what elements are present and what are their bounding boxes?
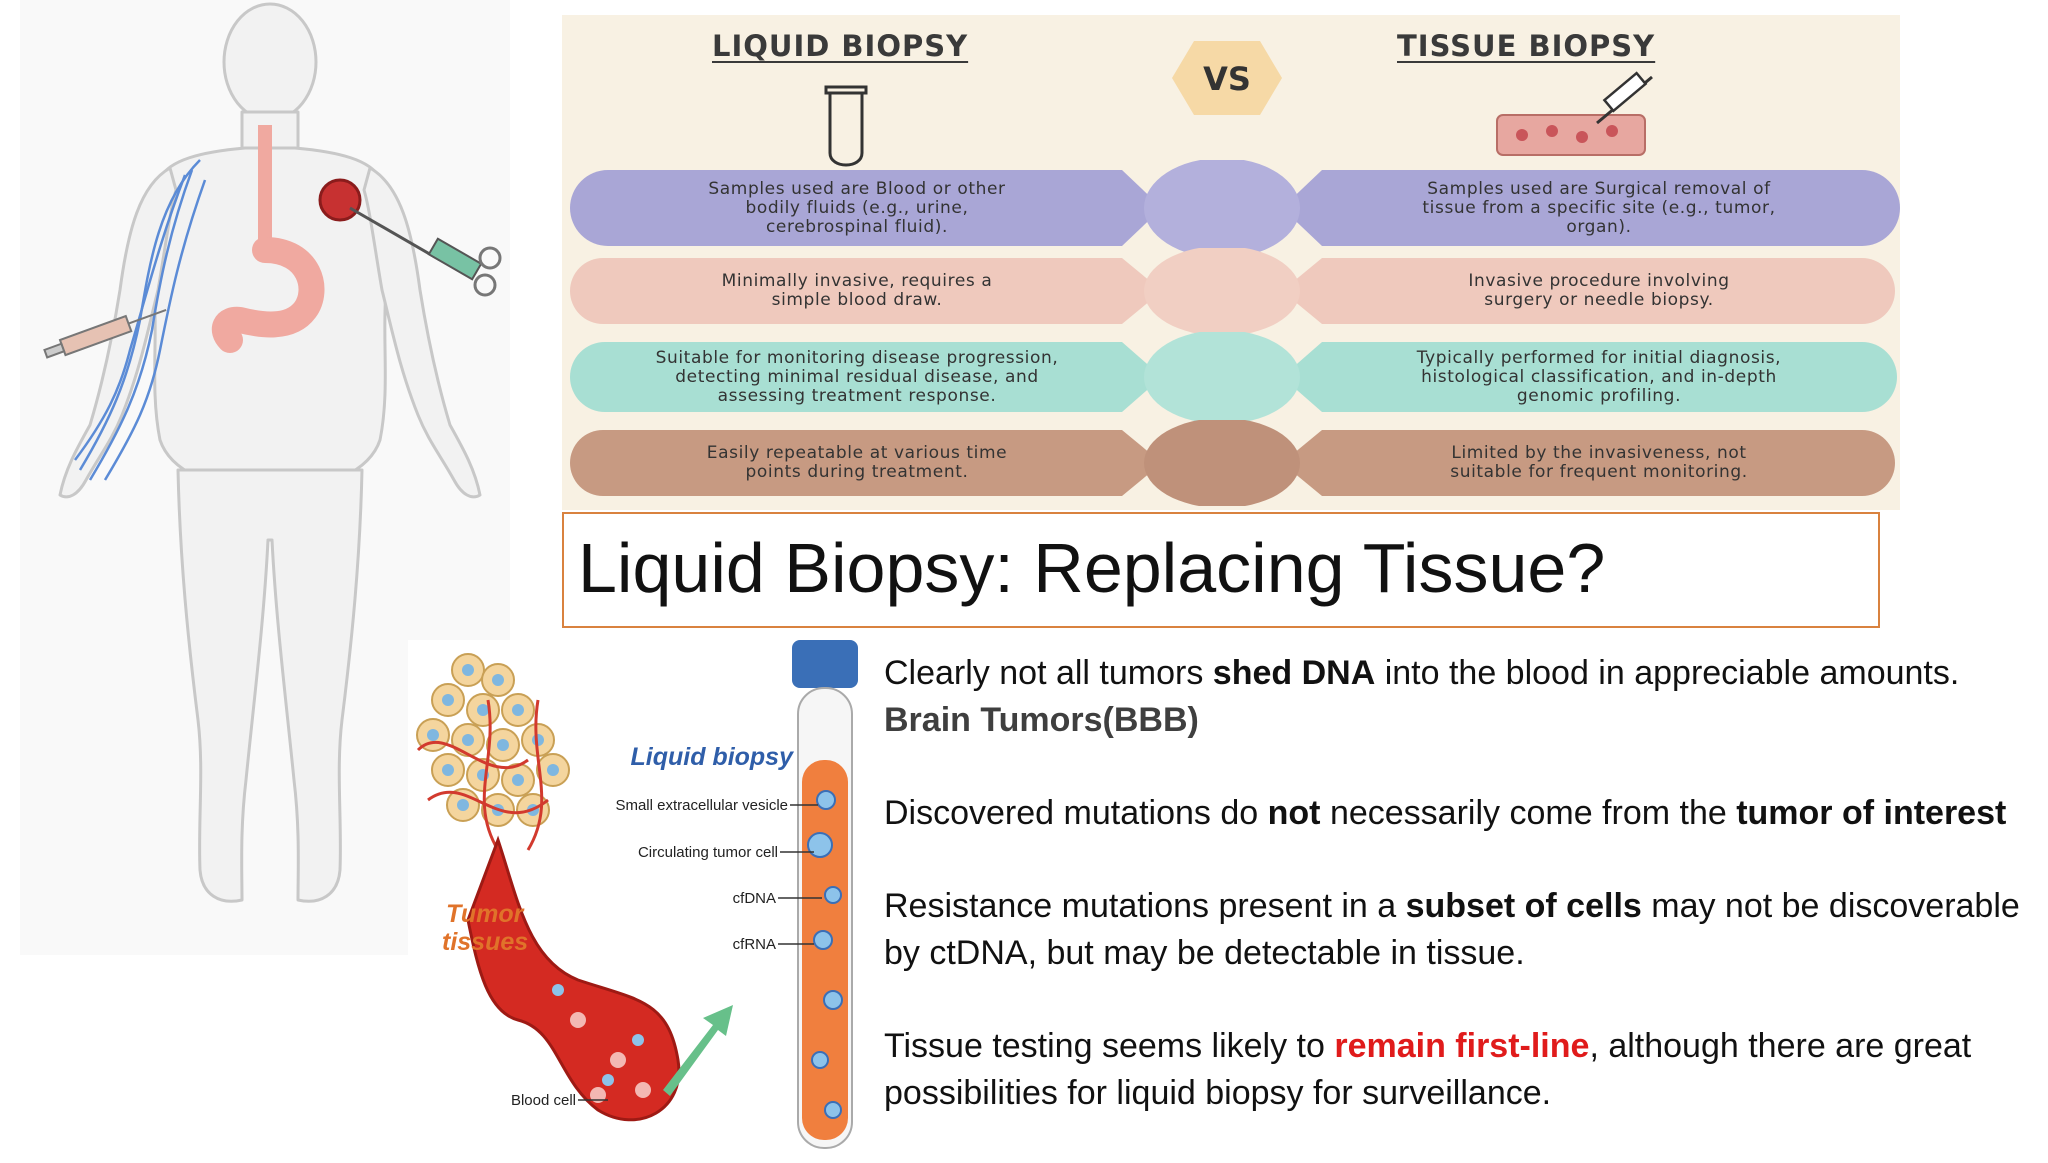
p1-brain-tumors: Brain Tumors(BBB)	[884, 701, 1199, 739]
p3-text-c: may not be discoverable by ctDNA, but ma…	[884, 887, 2020, 972]
point-mutation-source: Discovered mutations do not necessarily …	[884, 790, 2034, 837]
p1-text-c: into the blood in appreciable amounts.	[1375, 654, 1960, 692]
row-3-tissue-line: histological classification, and in-dept…	[1421, 366, 1777, 387]
row-3-liquid-line: detecting minimal residual disease, and	[675, 366, 1039, 387]
comparison-row-4-shape	[570, 420, 1895, 506]
point-resistance: Resistance mutations present in a subset…	[884, 883, 2034, 977]
human-body-illustration	[20, 0, 510, 955]
row-3-liquid-line: Suitable for monitoring disease progress…	[655, 347, 1059, 368]
p3-text-a: Resistance mutations present in a	[884, 887, 1406, 925]
liquid-biopsy-heading: Liquid biopsy	[631, 743, 795, 771]
liquid-biopsy-illustration: Liquid biopsy Small extracellular vesicl…	[408, 640, 870, 1152]
label-blood-cell: Blood cell	[511, 1092, 576, 1109]
p1-bold: shed DNA	[1212, 654, 1376, 692]
p3-bold: subset of cells	[1405, 887, 1642, 925]
title-box: Liquid Biopsy: Replacing Tissue?	[562, 512, 1880, 628]
p4-text-a: Tissue testing seems likely to	[884, 1027, 1335, 1065]
tumor-label: Tumor	[446, 900, 525, 928]
row-1-liquid-line: Samples used are Blood or other	[708, 178, 1006, 199]
row-1-liquid-line: bodily fluids (e.g., urine,	[745, 197, 969, 218]
tissues-label: tissues	[442, 928, 528, 956]
label-circulating-tumor-cell: Circulating tumor cell	[638, 844, 778, 861]
label-small-extracellular-vesicle: Small extracellular vesicle	[615, 797, 788, 814]
tissue-sample-icon	[1496, 71, 1653, 156]
human-body-drawing	[43, 2, 502, 903]
label-cfdna: cfDNA	[733, 890, 776, 907]
row-1-liquid-line: cerebrospinal fluid).	[765, 216, 948, 237]
row-1-tissue-line: Samples used are Surgical removal of	[1427, 178, 1771, 199]
biopsy-comparison-infographic: LIQUID BIOPSY TISSUE BIOPSY VS Samples u…	[562, 15, 1900, 510]
row-3-liquid-line: assessing treatment response.	[717, 385, 997, 406]
vs-label: VS	[1203, 60, 1251, 98]
tissue-biopsy-header: TISSUE BIOPSY	[1397, 29, 1656, 63]
row-4-tissue-line: Limited by the invasiveness, not	[1451, 443, 1747, 463]
comparison-row-3-shape	[570, 332, 1897, 422]
p2-bold-not: not	[1267, 794, 1321, 832]
test-tube-icon	[824, 85, 868, 167]
row-4-liquid-line: points during treatment.	[745, 462, 969, 482]
p4-red: remain first-line	[1334, 1027, 1590, 1065]
row-2-liquid-line: Minimally invasive, requires a	[721, 271, 993, 291]
p1-text-a: Clearly not all tumors	[884, 654, 1213, 692]
row-3-tissue-text: Typically performed for initial diagnosi…	[1314, 347, 1884, 406]
row-4-tissue-line: suitable for frequent monitoring.	[1450, 462, 1748, 482]
p2-text-c: necessarily come from the	[1320, 794, 1737, 832]
point-shed-dna: Clearly not all tumors shed DNA into the…	[884, 650, 2034, 744]
liquid-biopsy-header: LIQUID BIOPSY	[712, 29, 969, 63]
row-2-tissue-line: Invasive procedure involving	[1468, 271, 1730, 291]
row-1-tissue-line: tissue from a specific site (e.g., tumor…	[1422, 197, 1776, 218]
row-1-tissue-line: organ).	[1566, 216, 1632, 237]
row-3-liquid-text: Suitable for monitoring disease progress…	[572, 347, 1142, 406]
row-3-tissue-line: Typically performed for initial diagnosi…	[1416, 347, 1782, 368]
comparison-row-2-shape	[570, 248, 1895, 334]
p2-text-a: Discovered mutations do	[884, 794, 1268, 832]
p4-text-c: , although there are great possibilities…	[884, 1027, 1972, 1112]
label-cfrna: cfRNA	[733, 936, 776, 953]
vs-badge: VS	[1172, 41, 1282, 115]
point-first-line: Tissue testing seems likely to remain fi…	[884, 1023, 2034, 1117]
p2-bold-tumor: tumor of interest	[1736, 794, 2007, 832]
page-title: Liquid Biopsy: Replacing Tissue?	[578, 529, 1606, 607]
row-2-tissue-line: surgery or needle biopsy.	[1484, 290, 1714, 310]
liquid-biopsy-drawing: Liquid biopsy Small extracellular vesicl…	[416, 640, 858, 1149]
row-3-tissue-line: genomic profiling.	[1516, 385, 1682, 406]
row-2-liquid-line: simple blood draw.	[771, 290, 943, 310]
comparison-row-1-shape	[570, 160, 1900, 256]
row-4-liquid-line: Easily repeatable at various time	[706, 443, 1008, 463]
key-points: Clearly not all tumors shed DNA into the…	[884, 650, 2034, 1163]
